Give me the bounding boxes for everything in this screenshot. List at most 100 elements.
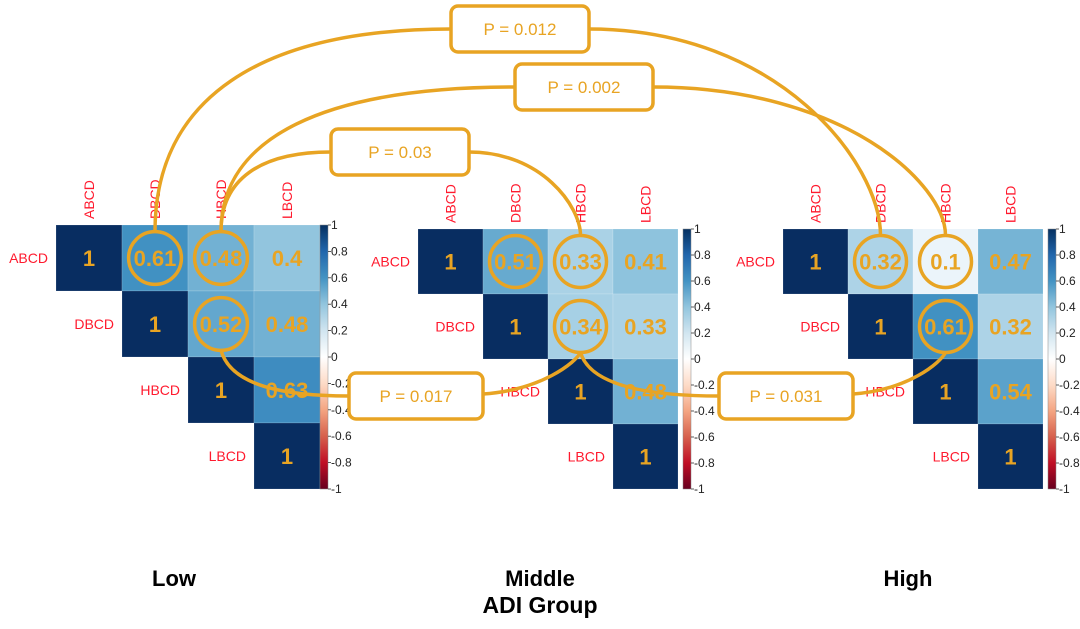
group-label-low: Low — [152, 566, 196, 591]
cell-value-label: 1 — [149, 312, 161, 337]
cell-value-label: 0.52 — [200, 312, 243, 337]
cell-value-label: 0.34 — [559, 315, 603, 340]
column-label: LBCD — [1003, 186, 1019, 223]
colorbar-tick-label: -0.2 — [694, 378, 715, 392]
cell-value-label: 0.4 — [272, 246, 303, 271]
cell-value-label: 1 — [574, 380, 586, 405]
connector-line — [153, 27, 452, 232]
heatmap-cell — [612, 293, 679, 360]
connector-line — [482, 351, 583, 396]
cell-value-label: 1 — [639, 445, 651, 470]
comparison-connector: P = 0.002 — [219, 62, 948, 236]
cell-value-label: 0.32 — [859, 250, 902, 275]
row-label: HBCD — [500, 384, 540, 400]
colorbar-tick-label: -0.6 — [694, 430, 715, 444]
colorbar-tick-label: 0.2 — [331, 324, 348, 338]
colorbar-tick-label: -0.4 — [1059, 404, 1080, 418]
heatmap-cell — [187, 356, 255, 424]
comparison-connector: P = 0.031 — [578, 351, 948, 421]
cell-value-label: 0.54 — [989, 380, 1033, 405]
column-label: ABCD — [443, 184, 459, 223]
p-value-box — [513, 62, 655, 112]
colorbar-tick-label: 0 — [694, 352, 701, 366]
cell-value-label: 0.48 — [266, 312, 309, 337]
p-value-label: P = 0.017 — [380, 387, 453, 406]
column-label: LBCD — [279, 182, 295, 219]
colorbar-tick-label: -0.4 — [694, 404, 715, 418]
p-value-box — [449, 4, 591, 54]
group-label-middle: Middle — [505, 566, 575, 591]
colorbar-tick-label: -0.2 — [1059, 378, 1080, 392]
colorbar-tick-label: 1 — [694, 222, 701, 236]
colorbar-tick-label: 0.2 — [1059, 326, 1076, 340]
heatmap-cell — [482, 228, 549, 295]
colorbar-gradient — [682, 228, 692, 490]
row-label: HBCD — [140, 382, 180, 398]
colorbar-tick-label: -1 — [694, 482, 705, 496]
colorbar-tick-label: 1 — [1059, 222, 1066, 236]
heatmap-cell — [912, 293, 979, 360]
heatmap-cell — [253, 224, 321, 292]
heatmap-cell — [187, 224, 255, 292]
heatmap-cell — [612, 228, 679, 295]
colorbar-gradient — [1047, 228, 1057, 490]
p-value-box — [329, 127, 471, 177]
p-value-label: P = 0.03 — [368, 143, 432, 162]
colorbar-tick-label: 0.8 — [1059, 248, 1076, 262]
colorbar: 1 0.8 0.6 0.4 0.2 0 -0.2 -0.4 -0.6 -0.8 -1 — [682, 222, 715, 496]
heatmap-cell — [977, 293, 1044, 360]
comparison-connector: P = 0.017 — [219, 349, 583, 421]
colorbar-tick-label: 0.2 — [694, 326, 711, 340]
heatmap-cell — [847, 228, 914, 295]
heatmap-cell — [121, 290, 189, 358]
row-label: LBCD — [933, 449, 970, 465]
colorbar-tick-label: -0.8 — [331, 456, 352, 470]
colorbar-tick-label: -0.8 — [694, 456, 715, 470]
connector-line — [588, 27, 883, 236]
column-label: ABCD — [81, 180, 97, 219]
cell-value-label: 0.51 — [494, 250, 537, 275]
row-label: ABCD — [736, 254, 775, 270]
cell-value-label: 1 — [509, 315, 521, 340]
heatmap-cell — [912, 358, 979, 425]
colorbar-tick-label: -1 — [1059, 482, 1070, 496]
colorbar-tick-label: 0.6 — [694, 274, 711, 288]
colorbar: 10.80.60.40.20-0.2-0.4-0.6-0.8-1 — [319, 218, 352, 496]
heatmap-cell — [417, 228, 484, 295]
connector-line — [219, 349, 350, 398]
connector-line — [852, 351, 948, 396]
heatmap-cell — [253, 290, 321, 358]
heatmap-cell — [547, 293, 614, 360]
colorbar-gradient — [319, 224, 329, 490]
colorbar-tick-label: -0.6 — [331, 429, 352, 443]
heatmap-cell — [977, 423, 1044, 490]
p-value-box — [717, 371, 855, 421]
connector-line — [468, 150, 583, 236]
colorbar-tick-label: 0.8 — [694, 248, 711, 262]
colorbar-tick-label: 0.6 — [1059, 274, 1076, 288]
colorbar-tick-label: 0.6 — [331, 271, 348, 285]
heatmap-cell — [847, 293, 914, 360]
row-label: LBCD — [568, 449, 605, 465]
row-label: ABCD — [371, 254, 410, 270]
colorbar-tick-label: -1 — [331, 482, 342, 496]
cell-value-label: 0.33 — [624, 315, 667, 340]
row-label: DBCD — [800, 319, 840, 335]
cell-value-label: 1 — [83, 246, 95, 271]
row-label: DBCD — [435, 319, 475, 335]
cell-value-label: 1 — [215, 378, 227, 403]
colorbar-tick-label: 0.4 — [331, 297, 348, 311]
heatmap-cell — [482, 293, 549, 360]
heatmap-cell — [253, 422, 321, 490]
p-value-label: P = 0.031 — [750, 387, 823, 406]
p-value-label: P = 0.012 — [484, 20, 557, 39]
x-axis-title: ADI Group — [482, 592, 598, 618]
colorbar-tick-label: 0.4 — [694, 300, 711, 314]
cell-value-label: 1 — [939, 380, 951, 405]
colorbar-tick-label: 0.8 — [331, 244, 348, 258]
group-label-high: High — [883, 566, 933, 591]
